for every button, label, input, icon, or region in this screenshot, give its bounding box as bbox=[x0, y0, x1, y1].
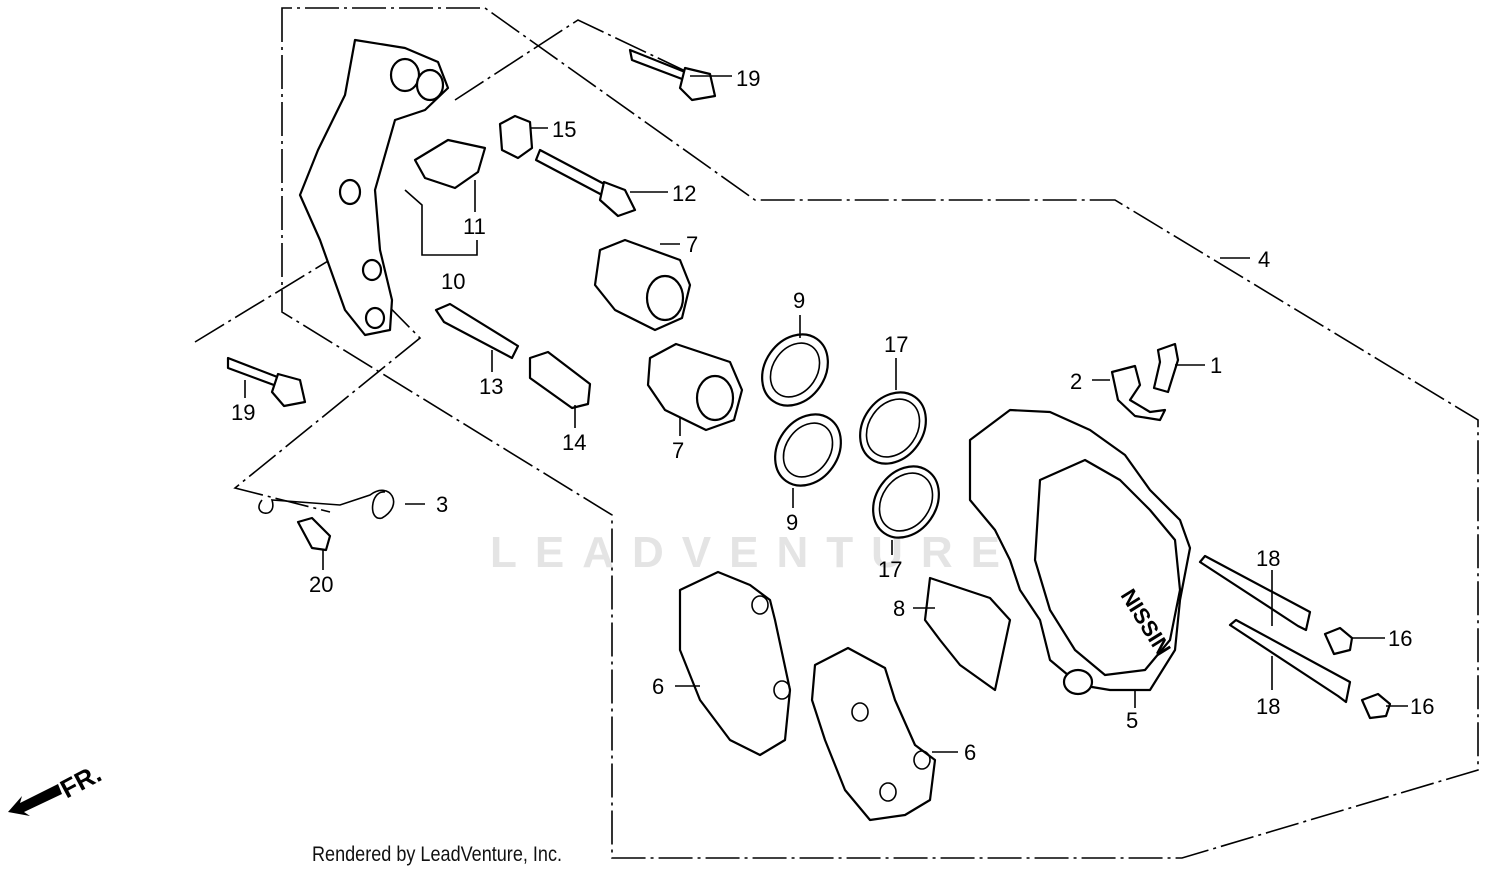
callout-16-upper: 16 bbox=[1388, 626, 1412, 651]
bracket-group-outline bbox=[194, 253, 422, 513]
callout-3: 3 bbox=[436, 492, 448, 517]
callout-17-upper: 17 bbox=[884, 332, 908, 357]
seal-9-lower bbox=[774, 413, 842, 487]
footer-credit: Rendered by LeadVenture, Inc. bbox=[312, 843, 563, 866]
assembly-outline bbox=[281, 7, 1479, 859]
caliper-body-5: NISSIN bbox=[968, 408, 1192, 696]
bracket-link-line bbox=[454, 19, 701, 101]
bolt-20 bbox=[296, 516, 332, 552]
pin-18-upper bbox=[1198, 554, 1312, 632]
slide-pin-13 bbox=[434, 302, 520, 360]
callout-10: 10 bbox=[441, 269, 465, 294]
bleeder-cap-2 bbox=[1110, 364, 1167, 422]
seal-9-upper bbox=[761, 333, 829, 407]
callout-12: 12 bbox=[672, 181, 696, 206]
brake-pad-6-left bbox=[678, 570, 792, 757]
callout-7-lower: 7 bbox=[672, 438, 684, 463]
callout-5: 5 bbox=[1126, 708, 1138, 733]
callout-19-upper: 19 bbox=[736, 66, 760, 91]
callout-6-left: 6 bbox=[652, 674, 664, 699]
callout-7-upper: 7 bbox=[686, 232, 698, 257]
front-arrow-icon bbox=[8, 784, 62, 816]
pin-boot-15 bbox=[498, 114, 534, 160]
watermark-text: LEADVENTURE bbox=[490, 528, 1019, 577]
bolt-19-lower bbox=[226, 356, 307, 408]
pad-spring-11 bbox=[413, 138, 487, 190]
shim-8 bbox=[923, 576, 1012, 692]
bleeder-1 bbox=[1152, 342, 1180, 394]
callout-19-lower: 19 bbox=[231, 400, 255, 425]
callout-11: 11 bbox=[463, 214, 486, 239]
piston-7-lower bbox=[646, 342, 744, 432]
callout-20: 20 bbox=[309, 572, 333, 597]
caliper-bracket bbox=[298, 38, 450, 337]
callout-6-right: 6 bbox=[964, 740, 976, 765]
seal-17-upper bbox=[859, 391, 927, 465]
callout-18-upper: 18 bbox=[1256, 546, 1280, 571]
callout-16-lower: 16 bbox=[1410, 694, 1434, 719]
bolt-19-upper bbox=[628, 48, 717, 102]
spring-3 bbox=[258, 489, 395, 519]
boot-16-lower bbox=[1360, 692, 1392, 720]
seal-17-lower bbox=[872, 465, 940, 539]
callout-2: 2 bbox=[1070, 369, 1082, 394]
leader-lines bbox=[244, 75, 1408, 753]
callout-17-lower: 17 bbox=[878, 557, 902, 582]
callout-13: 13 bbox=[479, 374, 503, 399]
pin-14 bbox=[528, 350, 592, 410]
pin-18-lower bbox=[1228, 618, 1352, 704]
callout-18-lower: 18 bbox=[1256, 694, 1280, 719]
callout-14: 14 bbox=[562, 430, 586, 455]
callout-9-lower: 9 bbox=[786, 510, 798, 535]
callout-4: 4 bbox=[1258, 247, 1270, 272]
piston-7-upper bbox=[593, 238, 692, 332]
callout-9-upper: 9 bbox=[793, 288, 805, 313]
brake-pad-6-right bbox=[810, 646, 937, 822]
boot-16-upper bbox=[1323, 626, 1354, 656]
slide-pin-12 bbox=[534, 148, 637, 218]
callout-15: 15 bbox=[552, 117, 576, 142]
callout-1: 1 bbox=[1210, 353, 1222, 378]
callout-8: 8 bbox=[893, 596, 905, 621]
